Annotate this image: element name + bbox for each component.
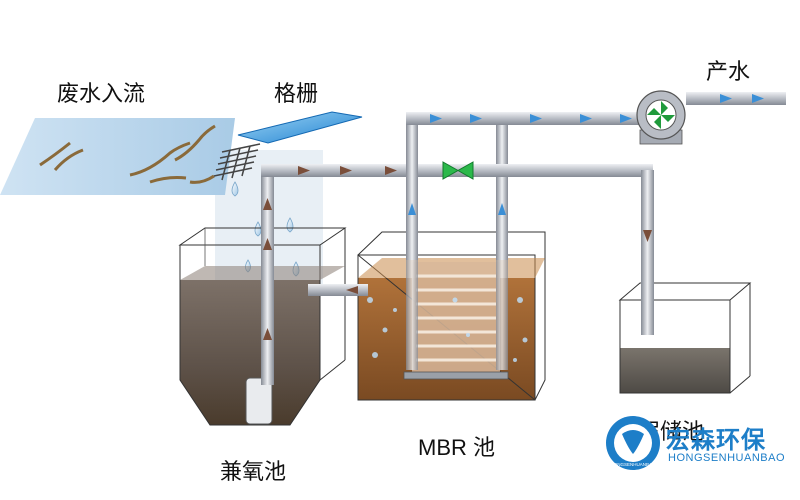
logo-ring-text: HONGSENHUANBAO	[610, 462, 656, 467]
product-water-pump	[636, 90, 686, 145]
wastewater-inflow-channel	[0, 118, 235, 195]
sludge-storage-tank	[618, 282, 752, 394]
submersible-pump	[245, 377, 273, 425]
anoxic-tank	[178, 227, 347, 426]
product-water-pipe	[686, 92, 786, 105]
aeration-pipe	[403, 371, 509, 380]
sludge-discharge-pipe	[441, 164, 653, 177]
mbr-tank	[357, 231, 546, 401]
brand-logo: HONGSENHUANBAO 宏森环保 HONGSENHUANBAO	[604, 414, 794, 474]
anoxic-tank-label: 兼氧池	[220, 460, 287, 485]
brand-romanized-name: HONGSENHUANBAO	[668, 452, 786, 464]
brand-logo-icon: HONGSENHUANBAO	[606, 416, 660, 470]
wastewater-inflow-label: 废水入流	[57, 82, 146, 107]
screen-grate	[213, 111, 363, 181]
brand-name: 宏森环保	[666, 426, 766, 454]
mbr-tank-label: MBR 池	[418, 435, 496, 460]
anoxic-riser-pipe	[261, 170, 274, 385]
screen-label: 格栅	[274, 82, 319, 107]
air-bubbles	[367, 297, 528, 362]
flow-arrows	[263, 166, 397, 340]
return-pipe	[308, 284, 368, 296]
permeate-flow-arrows	[408, 94, 764, 215]
pipe-network	[261, 92, 786, 385]
sludge-valve	[442, 161, 474, 180]
membrane-module	[412, 262, 500, 374]
product-water-label: 产水	[706, 60, 751, 85]
